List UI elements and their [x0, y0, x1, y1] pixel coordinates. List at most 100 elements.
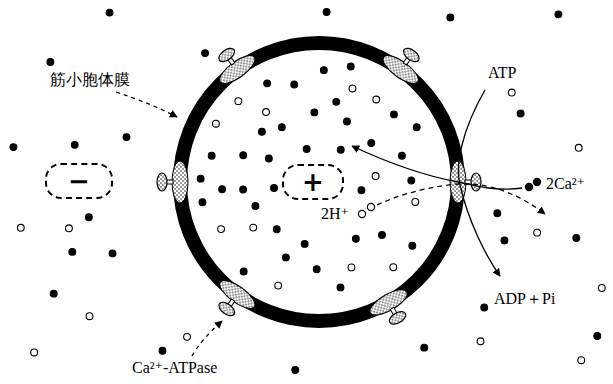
part-label: Ca²⁺-ATPase	[132, 358, 217, 377]
calcium-ion	[481, 304, 488, 311]
atpase-leader	[192, 321, 222, 356]
proton-molecule	[534, 229, 541, 236]
calcium-ion	[391, 111, 398, 118]
calcium-ion	[208, 152, 215, 159]
proton-molecule	[250, 224, 257, 231]
proton-molecule	[235, 98, 242, 105]
calcium-ion	[69, 249, 76, 256]
calcium-ion	[197, 175, 204, 182]
atpase-pump	[379, 39, 431, 89]
atpase-pump	[366, 285, 418, 333]
proton-molecule	[358, 210, 365, 217]
proton-molecule	[477, 338, 484, 345]
calcium-flow-arrow	[352, 146, 522, 189]
part-label: 2Ca²⁺	[546, 174, 585, 193]
calcium-ion	[47, 59, 54, 66]
part-label: 筋小胞体膜	[50, 70, 130, 89]
charge-box: −	[45, 163, 113, 199]
calcium-ion	[313, 266, 320, 273]
calcium-ion	[303, 146, 310, 153]
proton-molecule	[575, 144, 582, 151]
calcium-ion	[265, 155, 272, 162]
calcium-ion	[413, 124, 420, 131]
proton-molecule	[373, 96, 380, 103]
membrane-ring	[180, 43, 458, 321]
part-label: ATP	[488, 63, 516, 82]
calcium-ion	[271, 185, 278, 192]
proton-molecule	[184, 333, 191, 340]
calcium-ion	[555, 11, 562, 18]
proton-molecule	[349, 85, 356, 92]
charge-sign: −	[68, 168, 90, 194]
calcium-ion	[501, 237, 508, 244]
charge-box: +	[282, 164, 344, 200]
calcium-ion	[409, 242, 416, 249]
calcium-ion	[106, 9, 113, 16]
membrane-leader	[116, 92, 177, 117]
proton-molecule	[367, 203, 374, 210]
calcium-ion	[10, 144, 17, 151]
proton-flow-arrow	[377, 184, 545, 214]
calcium-ion	[408, 177, 415, 184]
calcium-ion	[252, 203, 259, 210]
proton-molecule	[598, 285, 605, 292]
calcium-ion	[533, 178, 540, 185]
pump-head	[216, 300, 236, 319]
proton-molecule	[275, 282, 282, 289]
calcium-ion	[273, 226, 280, 233]
proton-molecule	[86, 313, 93, 320]
calcium-ion	[494, 210, 501, 217]
calcium-ion	[525, 183, 532, 190]
pump-head	[471, 173, 481, 191]
calcium-ion	[421, 344, 428, 351]
calcium-ion	[358, 187, 365, 194]
calcium-ion	[291, 81, 298, 88]
calcium-ion	[50, 290, 57, 297]
pump-head	[216, 46, 236, 65]
proton-molecule	[218, 226, 225, 233]
pump-body	[172, 161, 188, 203]
proton-molecule	[213, 120, 220, 127]
pump-head	[387, 309, 408, 327]
calcium-ion	[278, 124, 285, 131]
part-label: 2H⁺	[321, 204, 349, 223]
calcium-ion	[311, 109, 318, 116]
proton-molecule	[17, 224, 24, 231]
calcium-ion	[109, 250, 116, 257]
calcium-ion	[344, 118, 351, 125]
proton-molecule	[263, 109, 270, 116]
calcium-ion	[337, 146, 344, 153]
pump-head	[401, 46, 421, 65]
proton-molecule	[412, 199, 419, 206]
calcium-ion	[240, 268, 247, 275]
calcium-ion	[320, 67, 327, 74]
calcium-ion	[347, 63, 354, 70]
calcium-ion	[594, 333, 601, 340]
calcium-ion	[282, 254, 289, 261]
calcium-ion	[333, 98, 340, 105]
proton-molecule	[31, 349, 38, 356]
proton-molecule	[578, 357, 585, 364]
calcium-ion	[292, 367, 299, 374]
atpase-pump	[207, 276, 259, 326]
atpase-pump	[207, 39, 259, 89]
calcium-ion	[123, 134, 130, 141]
proton-molecule	[390, 264, 397, 271]
calcium-ion	[240, 186, 247, 193]
calcium-ion	[337, 284, 344, 291]
charge-sign: +	[302, 169, 324, 195]
part-label: ADP＋Pi	[494, 289, 555, 308]
calcium-ion	[399, 152, 406, 159]
calcium-ion	[352, 235, 359, 242]
proton-molecule	[66, 225, 73, 232]
calcium-ion	[202, 50, 209, 57]
calcium-ion	[258, 128, 265, 135]
calcium-ion	[573, 235, 580, 242]
proton-molecule	[348, 264, 355, 271]
calcium-ion	[219, 186, 226, 193]
calcium-ion	[517, 110, 524, 117]
calcium-ion	[240, 152, 247, 159]
atpase-pump	[157, 161, 188, 203]
pump-head	[157, 173, 167, 191]
